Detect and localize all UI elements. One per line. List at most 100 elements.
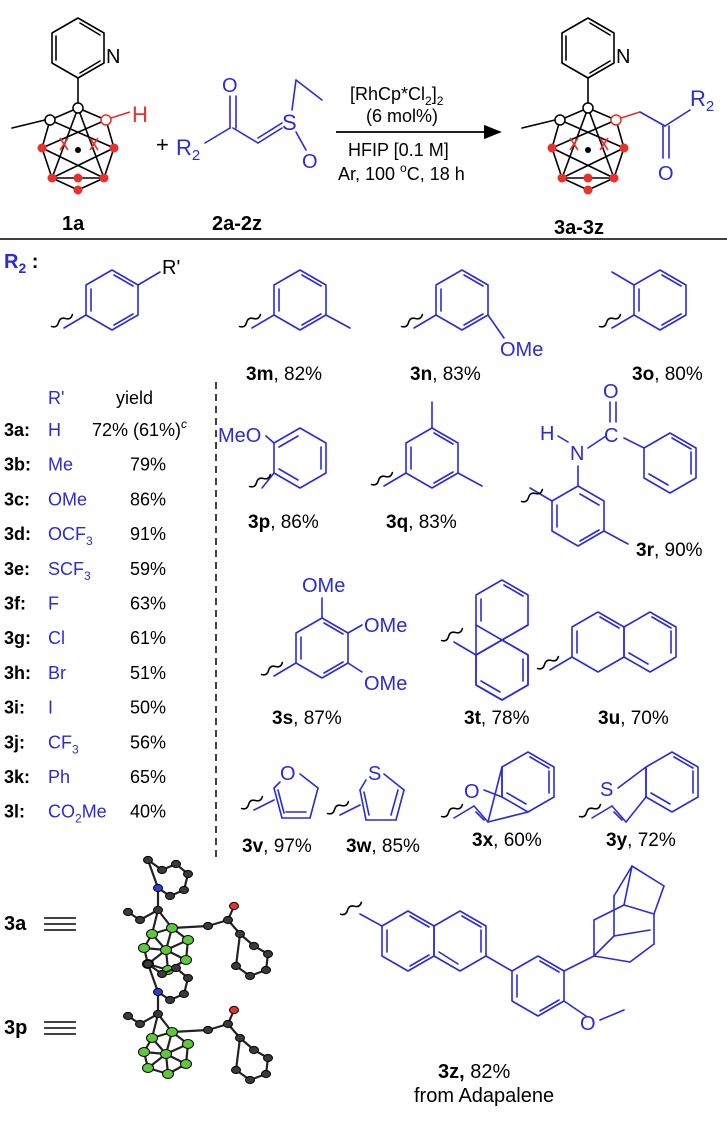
structure-3s: OMe OMe OMe xyxy=(260,575,407,695)
atom-ellipse xyxy=(166,923,178,933)
atom-ellipse xyxy=(165,995,175,1005)
atom-ellipse xyxy=(183,973,193,983)
r2-reactant: R2 xyxy=(176,135,200,164)
atom-ellipse xyxy=(171,859,181,869)
nh-h-3r: H xyxy=(540,423,554,445)
atom-ellipse xyxy=(249,941,259,951)
atom-ellipse xyxy=(261,1069,271,1079)
atom-ellipse xyxy=(153,883,163,893)
temperature-time: Ar, 100 oC, 18 h xyxy=(338,161,465,184)
structure-3v: O xyxy=(240,763,319,819)
atom-ellipse xyxy=(157,865,167,875)
ome-3s-bot: OMe xyxy=(364,673,407,695)
product-label-3v: 3v, 97% xyxy=(242,836,312,857)
row-yield: 50% xyxy=(130,698,166,718)
product-label-3r: 3r, 90% xyxy=(636,540,703,561)
row-yield: 79% xyxy=(130,455,166,475)
product-label-3t: 3t, 78% xyxy=(464,708,530,729)
atom-ellipse xyxy=(153,987,163,997)
carborane-cage-1a xyxy=(37,102,119,195)
reaction-conditions: [RhCp*Cl2]2 (6 mol%) HFIP [0.1 M] Ar, 10… xyxy=(336,84,502,184)
row-substituent: SCF3 xyxy=(48,559,91,583)
product-label-3x: 3x, 60% xyxy=(472,830,542,851)
ortep-structure-3a xyxy=(123,855,273,981)
row-id: 3i: xyxy=(4,698,25,718)
row-yield: 63% xyxy=(130,594,166,614)
row-id: 3a: xyxy=(4,420,30,440)
atom-ellipse xyxy=(235,929,245,939)
atom-ellipse xyxy=(165,891,175,901)
table-header-r: R' xyxy=(48,388,64,408)
row-id: 3f: xyxy=(4,594,26,614)
row-substituent: CF3 xyxy=(48,732,79,756)
row-id: 3k: xyxy=(4,767,30,787)
o-3x: O xyxy=(464,781,480,803)
row-yield: 59% xyxy=(130,559,166,579)
atom-ellipse xyxy=(138,943,150,953)
atom-ellipse xyxy=(123,907,133,917)
atom-ellipse xyxy=(123,1011,133,1021)
solvent: HFIP [0.1 M] xyxy=(348,140,449,160)
label-3z: 3z, 82% xyxy=(438,1061,510,1083)
atom-ellipse xyxy=(143,959,153,969)
reactant-1a: N H 1a xyxy=(11,17,148,235)
atom-ellipse xyxy=(263,1053,273,1063)
atom-ellipse xyxy=(180,1059,192,1069)
atom-ellipse xyxy=(171,963,181,973)
atom-ellipse xyxy=(143,855,153,865)
atom-ellipse xyxy=(146,1033,158,1043)
label-2a-2z: 2a-2z xyxy=(212,213,262,235)
structure-3x: O xyxy=(440,751,555,823)
catalyst-loading: (6 mol%) xyxy=(366,106,438,126)
ortep-structure-3p xyxy=(123,959,273,1085)
carborane-cage-product xyxy=(547,102,629,195)
row-id: 3e: xyxy=(4,559,30,579)
s-3w: S xyxy=(368,763,381,785)
structure-3t xyxy=(440,579,529,701)
sulfur-atom: S xyxy=(282,110,297,135)
row-yield: 56% xyxy=(130,732,166,752)
row-yield: 51% xyxy=(130,663,166,683)
atom-ellipse xyxy=(263,949,273,959)
row-substituent: F xyxy=(48,594,59,614)
atom-ellipse xyxy=(153,1009,163,1019)
atom-ellipse xyxy=(245,971,255,981)
ome-3n: OMe xyxy=(500,339,543,361)
nh-n-3r: N xyxy=(570,443,584,465)
atom-ellipse xyxy=(182,1039,194,1049)
atom-ellipse xyxy=(223,1019,233,1029)
meo-3p: MeO xyxy=(218,425,261,447)
atom-ellipse xyxy=(203,921,213,931)
structure-3n: OMe xyxy=(400,269,543,361)
atom-ellipse xyxy=(160,945,172,955)
atom-ellipse xyxy=(183,869,193,879)
row-substituent: H xyxy=(48,420,61,440)
atom-ellipse xyxy=(229,1005,239,1015)
equiv-sign-3a xyxy=(44,917,76,931)
atom-ellipse xyxy=(160,1049,172,1059)
c-3r: C xyxy=(604,425,618,447)
atom-ellipse xyxy=(146,929,158,939)
o-3v: O xyxy=(280,763,296,785)
atom-ellipse xyxy=(153,905,163,915)
row-id: 3g: xyxy=(4,628,31,648)
atom-ellipse xyxy=(166,1027,178,1037)
row-id: 3b: xyxy=(4,455,31,475)
o-3z: O xyxy=(580,1013,596,1035)
structure-3w: S xyxy=(326,763,405,821)
atom-ellipse xyxy=(179,885,189,895)
structure-3m xyxy=(238,269,351,331)
product-label-3q: 3q, 83% xyxy=(386,512,457,533)
para-aryl-scaffold: R' xyxy=(50,257,180,331)
o-3r: O xyxy=(603,381,619,403)
atom-ellipse xyxy=(179,989,189,999)
row-substituent: Ph xyxy=(48,767,70,787)
row-yield: 86% xyxy=(130,489,166,509)
atom-ellipse xyxy=(203,1025,213,1035)
pyridine-n-atom: N xyxy=(106,46,120,68)
row-substituent: I xyxy=(48,698,53,718)
row-yield: 72% (61%)c xyxy=(92,417,187,440)
atom-ellipse xyxy=(142,1063,154,1073)
product-labels: 3m, 82%3n, 83%3o, 80%3p, 86%3q, 83%3r, 9… xyxy=(242,364,703,857)
